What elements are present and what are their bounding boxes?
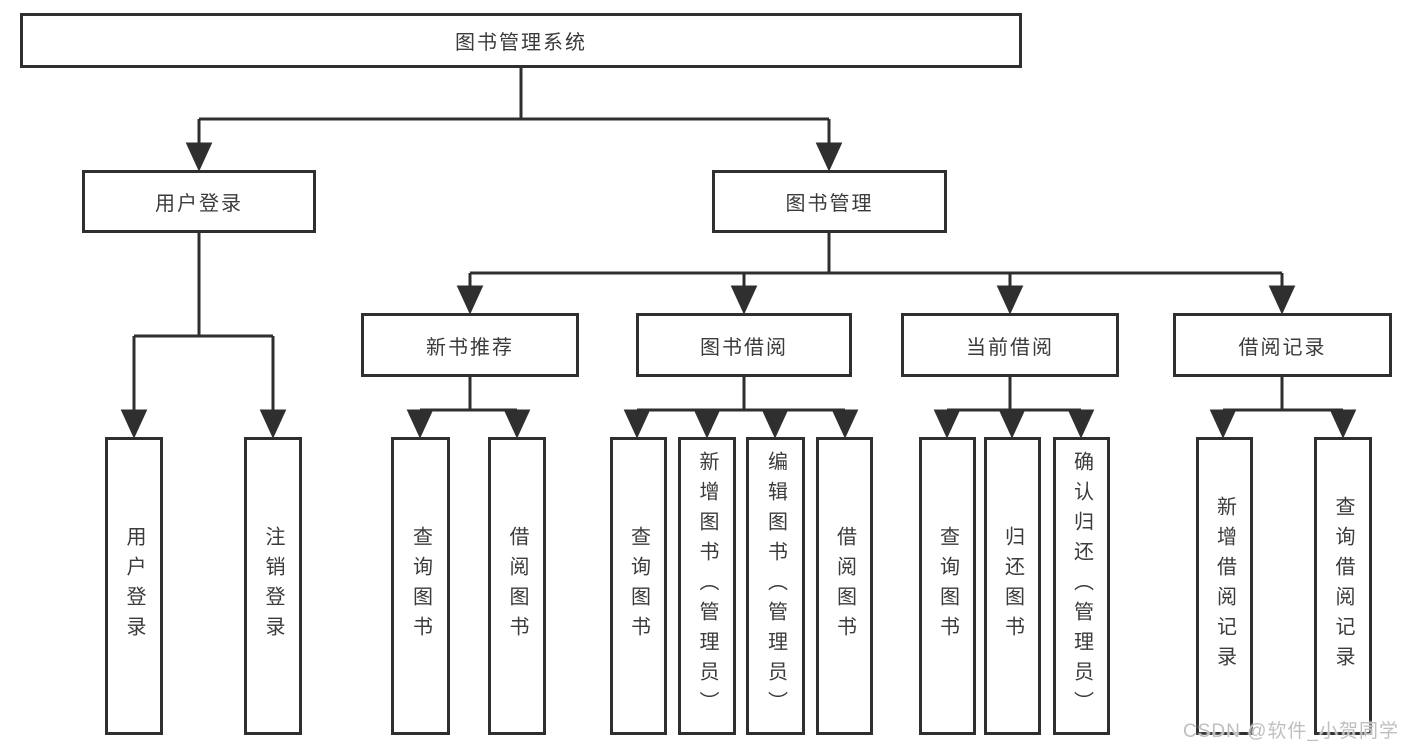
arrowhead xyxy=(1268,285,1296,315)
connector-borrow-records-branch xyxy=(1209,377,1357,439)
connector-line xyxy=(1221,377,1345,416)
node-current-borrow: 当前借阅 xyxy=(901,313,1119,377)
leaf-borrow-books-borrow-label: 借阅图书 xyxy=(833,526,856,646)
connector-current-borrow-branch xyxy=(933,377,1095,439)
arrowhead xyxy=(623,409,651,439)
node-current-borrow-label: 当前借阅 xyxy=(966,336,1054,359)
leaf-query-books-recommend: 查询图书 xyxy=(391,437,450,735)
arrowhead xyxy=(831,409,859,439)
connector-book-management-branch xyxy=(456,233,1296,315)
node-book-management: 图书管理 xyxy=(712,170,947,233)
arrowhead xyxy=(406,409,434,439)
node-book-management-label: 图书管理 xyxy=(785,193,874,215)
connector-line xyxy=(418,377,519,416)
leaf-user-login: 用户登录 xyxy=(105,437,163,735)
arrowhead xyxy=(185,142,213,172)
arrowhead xyxy=(693,409,721,439)
node-root: 图书管理系统 xyxy=(20,13,1022,68)
leaf-query-books-recommend-label: 查询图书 xyxy=(409,526,432,646)
connector-line xyxy=(132,233,275,416)
arrowhead xyxy=(996,285,1024,315)
arrowhead xyxy=(933,409,961,439)
leaf-add-borrow-record-label: 新增借阅记录 xyxy=(1213,496,1236,676)
node-borrow-records: 借阅记录 xyxy=(1173,313,1392,377)
leaf-edit-book-admin-label: 编辑图书（管理员） xyxy=(764,451,787,721)
arrowhead xyxy=(259,409,287,439)
leaf-add-book-admin: 新增图书（管理员） xyxy=(678,437,736,735)
leaf-query-books-current: 查询图书 xyxy=(919,437,976,735)
arrowhead xyxy=(1067,409,1095,439)
node-book-borrow: 图书借阅 xyxy=(636,313,852,377)
leaf-add-borrow-record: 新增借阅记录 xyxy=(1196,437,1253,735)
node-root-label: 图书管理系统 xyxy=(455,32,587,54)
connector-line xyxy=(197,68,831,150)
node-user-login: 用户登录 xyxy=(82,170,316,233)
connector-line xyxy=(635,377,847,416)
arrowhead xyxy=(503,409,531,439)
arrowhead xyxy=(120,409,148,439)
leaf-confirm-return-admin-label: 确认归还（管理员） xyxy=(1070,451,1093,721)
leaf-query-borrow-record: 查询借阅记录 xyxy=(1314,437,1372,735)
arrowhead xyxy=(1329,409,1357,439)
leaf-return-book: 归还图书 xyxy=(984,437,1041,735)
arrowhead xyxy=(456,285,484,315)
connector-new-book-recommend-branch xyxy=(406,377,531,439)
connector-line xyxy=(468,233,1284,292)
leaf-confirm-return-admin: 确认归还（管理员） xyxy=(1053,437,1110,735)
connector-book-borrow-branch xyxy=(623,377,859,439)
arrowhead xyxy=(815,142,843,172)
node-book-borrow-label: 图书借阅 xyxy=(700,336,788,359)
arrowhead xyxy=(998,409,1026,439)
leaf-return-book-label: 归还图书 xyxy=(1001,526,1024,646)
arrowhead xyxy=(761,409,789,439)
leaf-query-borrow-record-label: 查询借阅记录 xyxy=(1332,496,1354,676)
node-user-login-label: 用户登录 xyxy=(155,193,243,215)
leaf-borrow-books-borrow: 借阅图书 xyxy=(816,437,873,735)
node-new-book-recommend: 新书推荐 xyxy=(361,313,579,377)
connector-root-to-level2 xyxy=(185,68,843,172)
leaf-borrow-books-recommend: 借阅图书 xyxy=(488,437,546,735)
leaf-user-login-label: 用户登录 xyxy=(123,526,145,646)
leaf-logout-label: 注销登录 xyxy=(262,526,284,646)
leaf-query-books-borrow: 查询图书 xyxy=(610,437,667,735)
leaf-logout: 注销登录 xyxy=(244,437,302,735)
leaf-borrow-books-recommend-label: 借阅图书 xyxy=(506,526,528,646)
connector-user-login-branch xyxy=(120,233,287,439)
arrowhead xyxy=(730,285,758,315)
leaf-edit-book-admin: 编辑图书（管理员） xyxy=(746,437,805,735)
leaf-query-books-borrow-label: 查询图书 xyxy=(627,526,650,646)
node-new-book-recommend-label: 新书推荐 xyxy=(426,336,514,359)
node-borrow-records-label: 借阅记录 xyxy=(1238,336,1327,359)
arrowhead xyxy=(1209,409,1237,439)
leaf-add-book-admin-label: 新增图书（管理员） xyxy=(696,451,718,721)
leaf-query-books-current-label: 查询图书 xyxy=(936,526,959,646)
